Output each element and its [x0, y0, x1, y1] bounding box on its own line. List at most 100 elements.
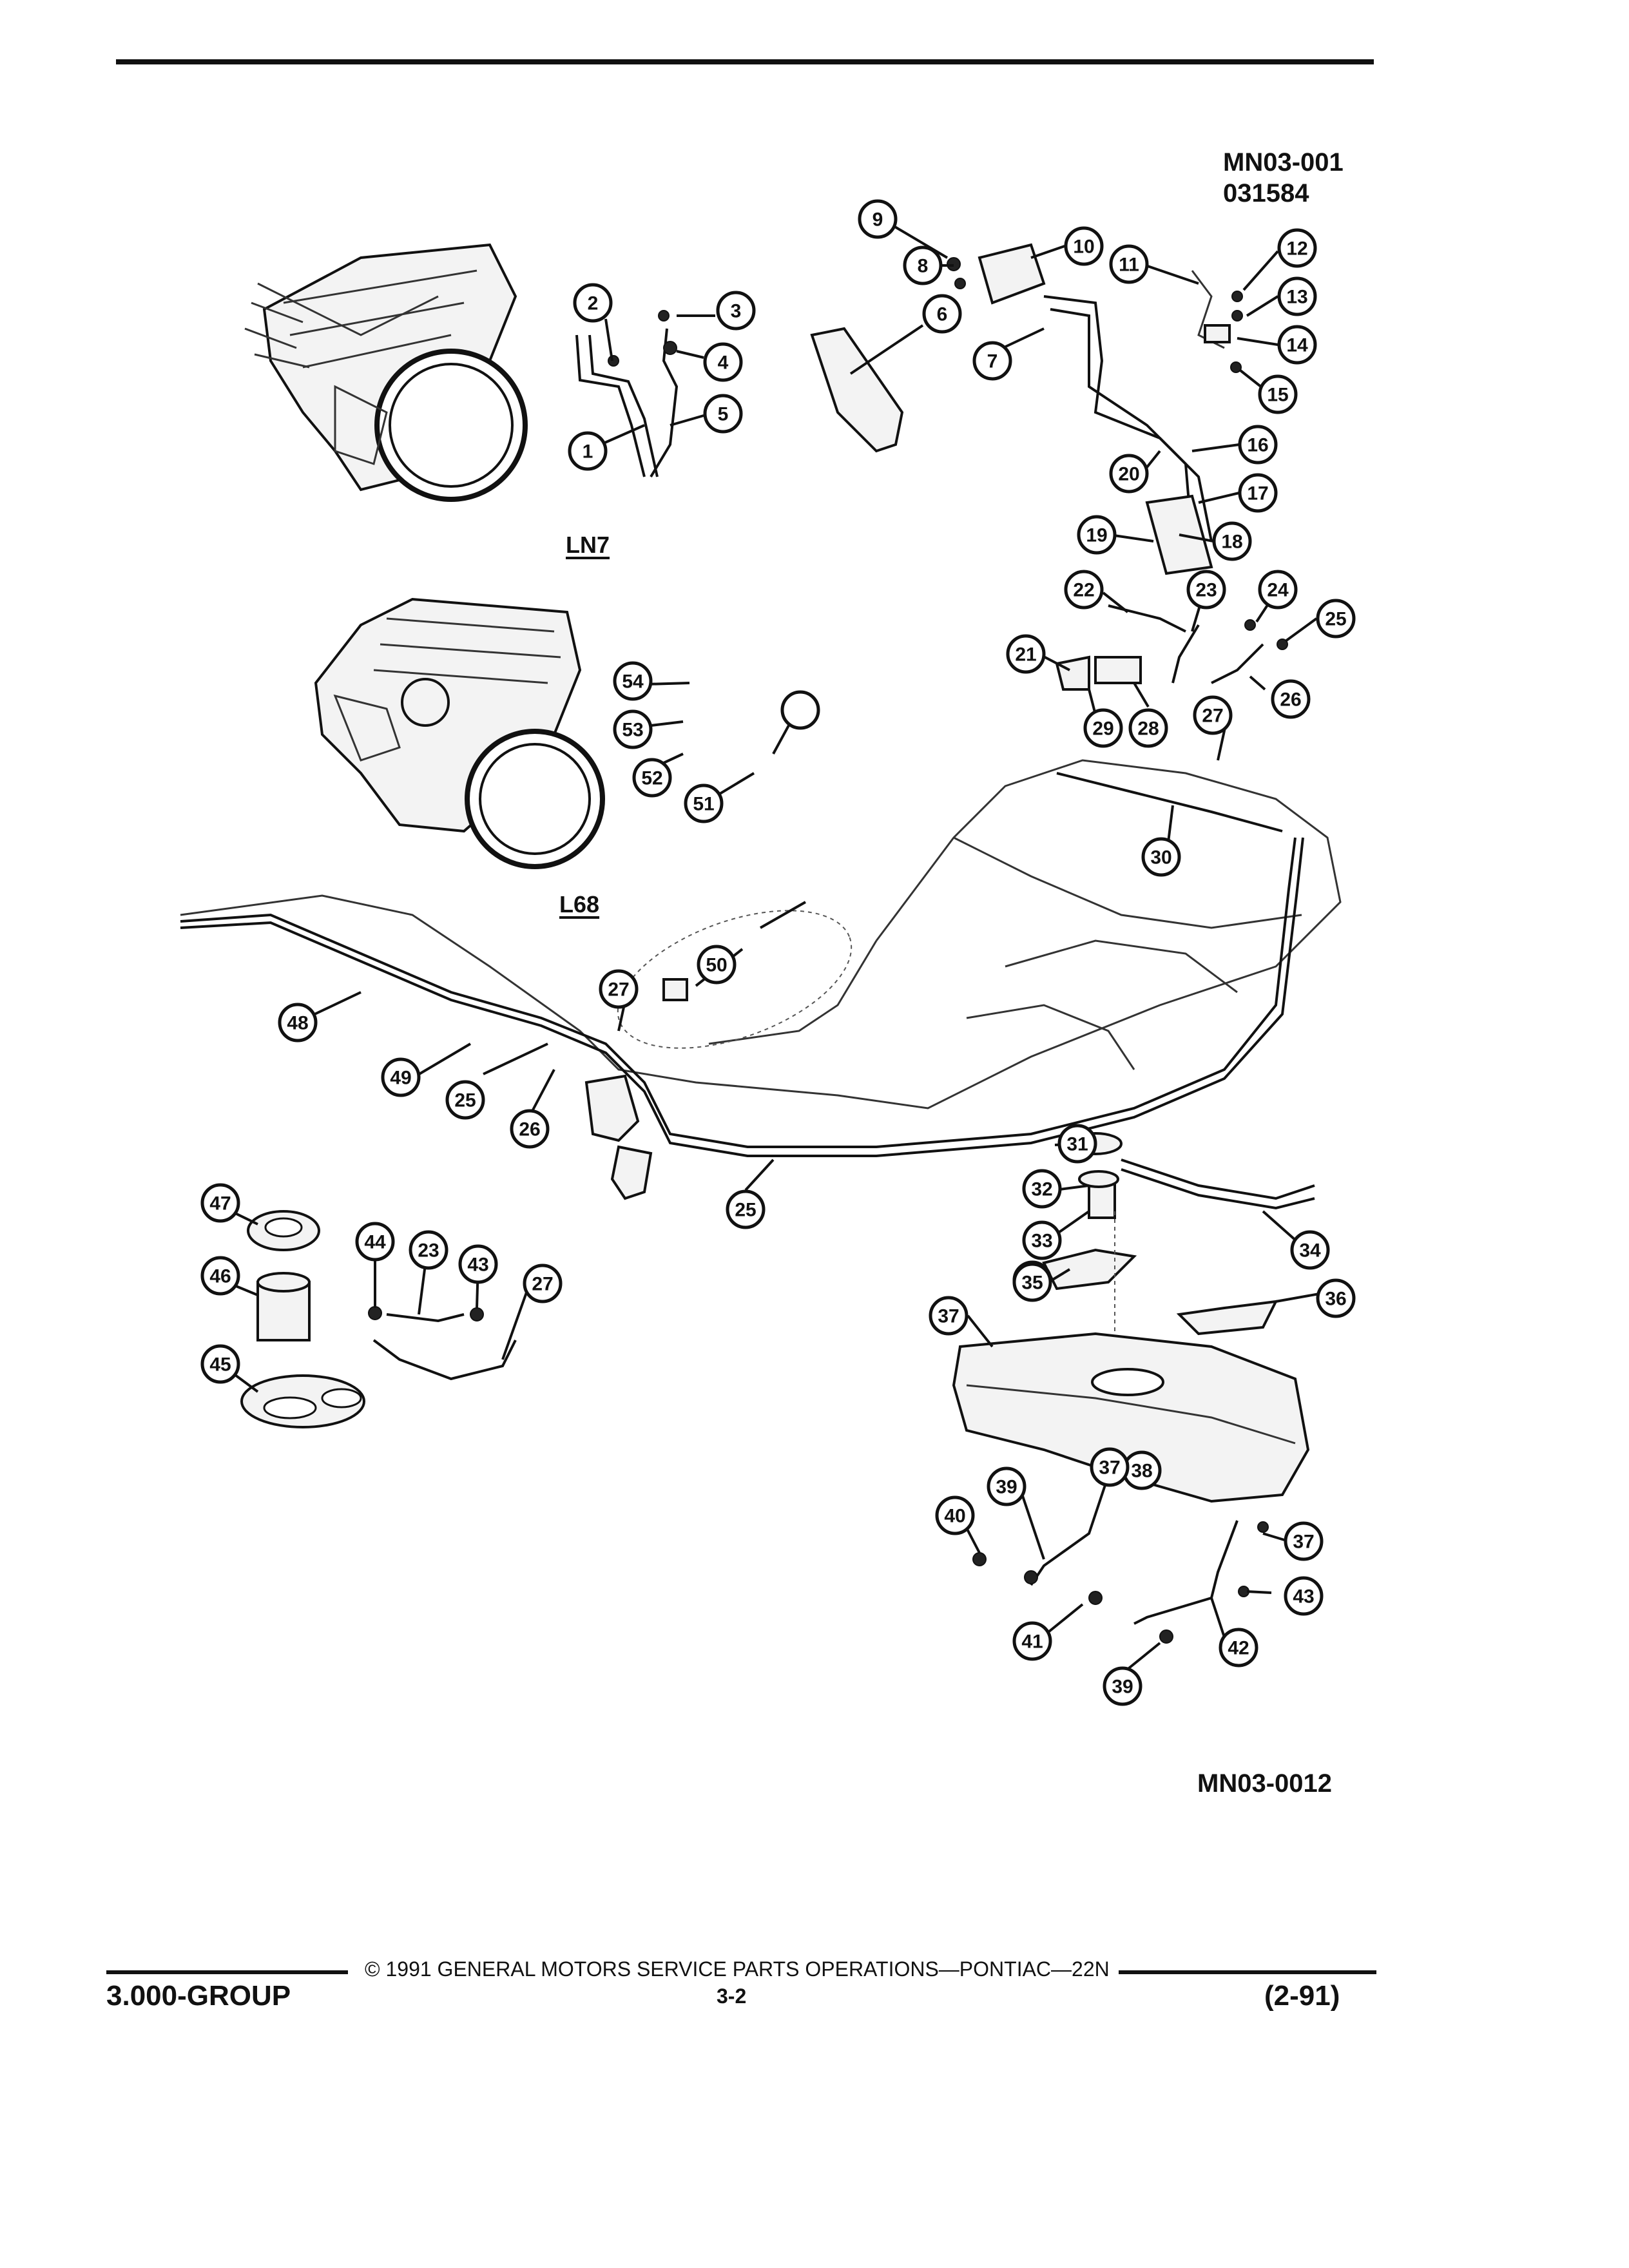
- callout-33: 33: [1022, 1220, 1062, 1260]
- callout-number: 41: [1021, 1631, 1043, 1653]
- callout-6: 6: [922, 294, 962, 334]
- callout-53: 53: [613, 709, 653, 749]
- callout-46: 46: [200, 1256, 240, 1296]
- callout-39: 39: [987, 1466, 1027, 1506]
- callout-number: 27: [532, 1274, 553, 1295]
- callout-27: 27: [523, 1264, 563, 1303]
- callout-28: 28: [1128, 708, 1168, 748]
- callout-number: 25: [735, 1200, 756, 1221]
- callout-number: 37: [1099, 1457, 1120, 1479]
- figure-code-2: 031584: [1223, 179, 1309, 207]
- callout-number: 43: [1293, 1586, 1314, 1608]
- callout-8: 8: [903, 245, 943, 285]
- callout-35: 35: [1012, 1262, 1052, 1302]
- callout-29: 29: [1083, 708, 1123, 748]
- detail-49: [617, 901, 853, 1049]
- callout-number: 47: [209, 1193, 231, 1215]
- callout-44: 44: [355, 1222, 395, 1262]
- figure-footer-code: MN03-0012: [1197, 1769, 1333, 1798]
- callout-number: 38: [1131, 1461, 1152, 1482]
- callout-number: 20: [1118, 464, 1139, 485]
- callout-number: 36: [1325, 1289, 1346, 1310]
- callout-10: 10: [1064, 226, 1104, 266]
- callout-undefined: [780, 690, 820, 730]
- callout-20: 20: [1109, 454, 1149, 494]
- callout-number: 23: [1195, 580, 1217, 601]
- callout-34: 34: [1290, 1230, 1330, 1270]
- callout-39: 39: [1103, 1666, 1142, 1706]
- callout-number: 8: [918, 256, 929, 277]
- callout-number: 44: [364, 1232, 386, 1253]
- callout-number: 25: [454, 1090, 476, 1111]
- fuel-pump-sender: [1068, 1132, 1315, 1219]
- callout-number: 48: [287, 1013, 308, 1034]
- callout-number: 21: [1015, 644, 1036, 666]
- callout-51: 51: [684, 783, 724, 823]
- callout-number: 13: [1286, 287, 1307, 308]
- callout-27: 27: [599, 969, 639, 1009]
- callout-9: 9: [858, 199, 898, 239]
- callout-2: 2: [573, 283, 613, 323]
- callout-45: 45: [200, 1344, 240, 1384]
- callout-number: 54: [622, 671, 644, 693]
- callout-number: 53: [622, 720, 643, 741]
- callout-26: 26: [1271, 679, 1311, 719]
- callout-18: 18: [1212, 521, 1252, 561]
- footer-rule-left: [106, 1970, 348, 1974]
- callout-number: 5: [718, 404, 729, 425]
- callout-number: 40: [944, 1506, 965, 1527]
- callout-23: 23: [1186, 570, 1226, 610]
- callout-37: 37: [929, 1296, 969, 1336]
- callout-number: 27: [1202, 706, 1223, 727]
- callout-25: 25: [1316, 599, 1356, 639]
- callout-number: 23: [418, 1240, 439, 1262]
- callout-number: 4: [718, 352, 729, 374]
- callout-30: 30: [1141, 837, 1181, 877]
- callout-number: 26: [1280, 689, 1301, 711]
- callout-number: 6: [937, 304, 948, 325]
- hose-assembly: [368, 1306, 517, 1381]
- callout-50: 50: [697, 945, 737, 985]
- callout-1: 1: [568, 431, 608, 471]
- callout-number: 1: [583, 441, 593, 463]
- callout-number: 30: [1150, 847, 1171, 869]
- callout-number: 51: [693, 794, 714, 815]
- callout-number: 35: [1021, 1273, 1043, 1294]
- callout-number: 3: [731, 301, 742, 322]
- callout-37: 37: [1090, 1447, 1130, 1487]
- callout-23: 23: [409, 1230, 448, 1270]
- callout-21: 21: [1006, 634, 1046, 674]
- callout-25: 25: [726, 1189, 766, 1229]
- callout-number: 28: [1137, 718, 1159, 740]
- callout-19: 19: [1077, 515, 1117, 555]
- callout-36: 36: [1316, 1278, 1356, 1318]
- engine-l68-illustration: [314, 597, 605, 869]
- callout-47: 47: [200, 1183, 240, 1223]
- callout-number: 50: [706, 955, 727, 976]
- callout-number: 33: [1031, 1231, 1052, 1252]
- callout-22: 22: [1064, 570, 1104, 610]
- callout-number: 9: [872, 209, 883, 231]
- callout-number: 43: [467, 1254, 488, 1276]
- callout-54: 54: [613, 661, 653, 701]
- callout-number: 26: [519, 1119, 540, 1140]
- callout-number: 16: [1247, 435, 1268, 456]
- callout-43: 43: [458, 1244, 498, 1284]
- vehicle-underbody: [180, 759, 1342, 1200]
- callout-number: 42: [1228, 1638, 1249, 1659]
- callout-number: 24: [1267, 580, 1289, 601]
- footer-group: 3.000-GROUP: [106, 1980, 291, 2012]
- callout-number: 17: [1247, 483, 1268, 505]
- filler-cap-parts: [240, 1210, 365, 1428]
- callout-number: 2: [588, 293, 599, 314]
- engine-label-ln7: LN7: [566, 532, 610, 558]
- callout-17: 17: [1238, 473, 1278, 513]
- callout-24: 24: [1258, 570, 1298, 610]
- callout-15: 15: [1258, 374, 1298, 414]
- callout-5: 5: [703, 394, 743, 434]
- callout-number: 37: [1293, 1532, 1314, 1553]
- callout-number: 32: [1031, 1179, 1052, 1200]
- callout-number: 37: [938, 1306, 959, 1327]
- callout-26: 26: [510, 1109, 550, 1149]
